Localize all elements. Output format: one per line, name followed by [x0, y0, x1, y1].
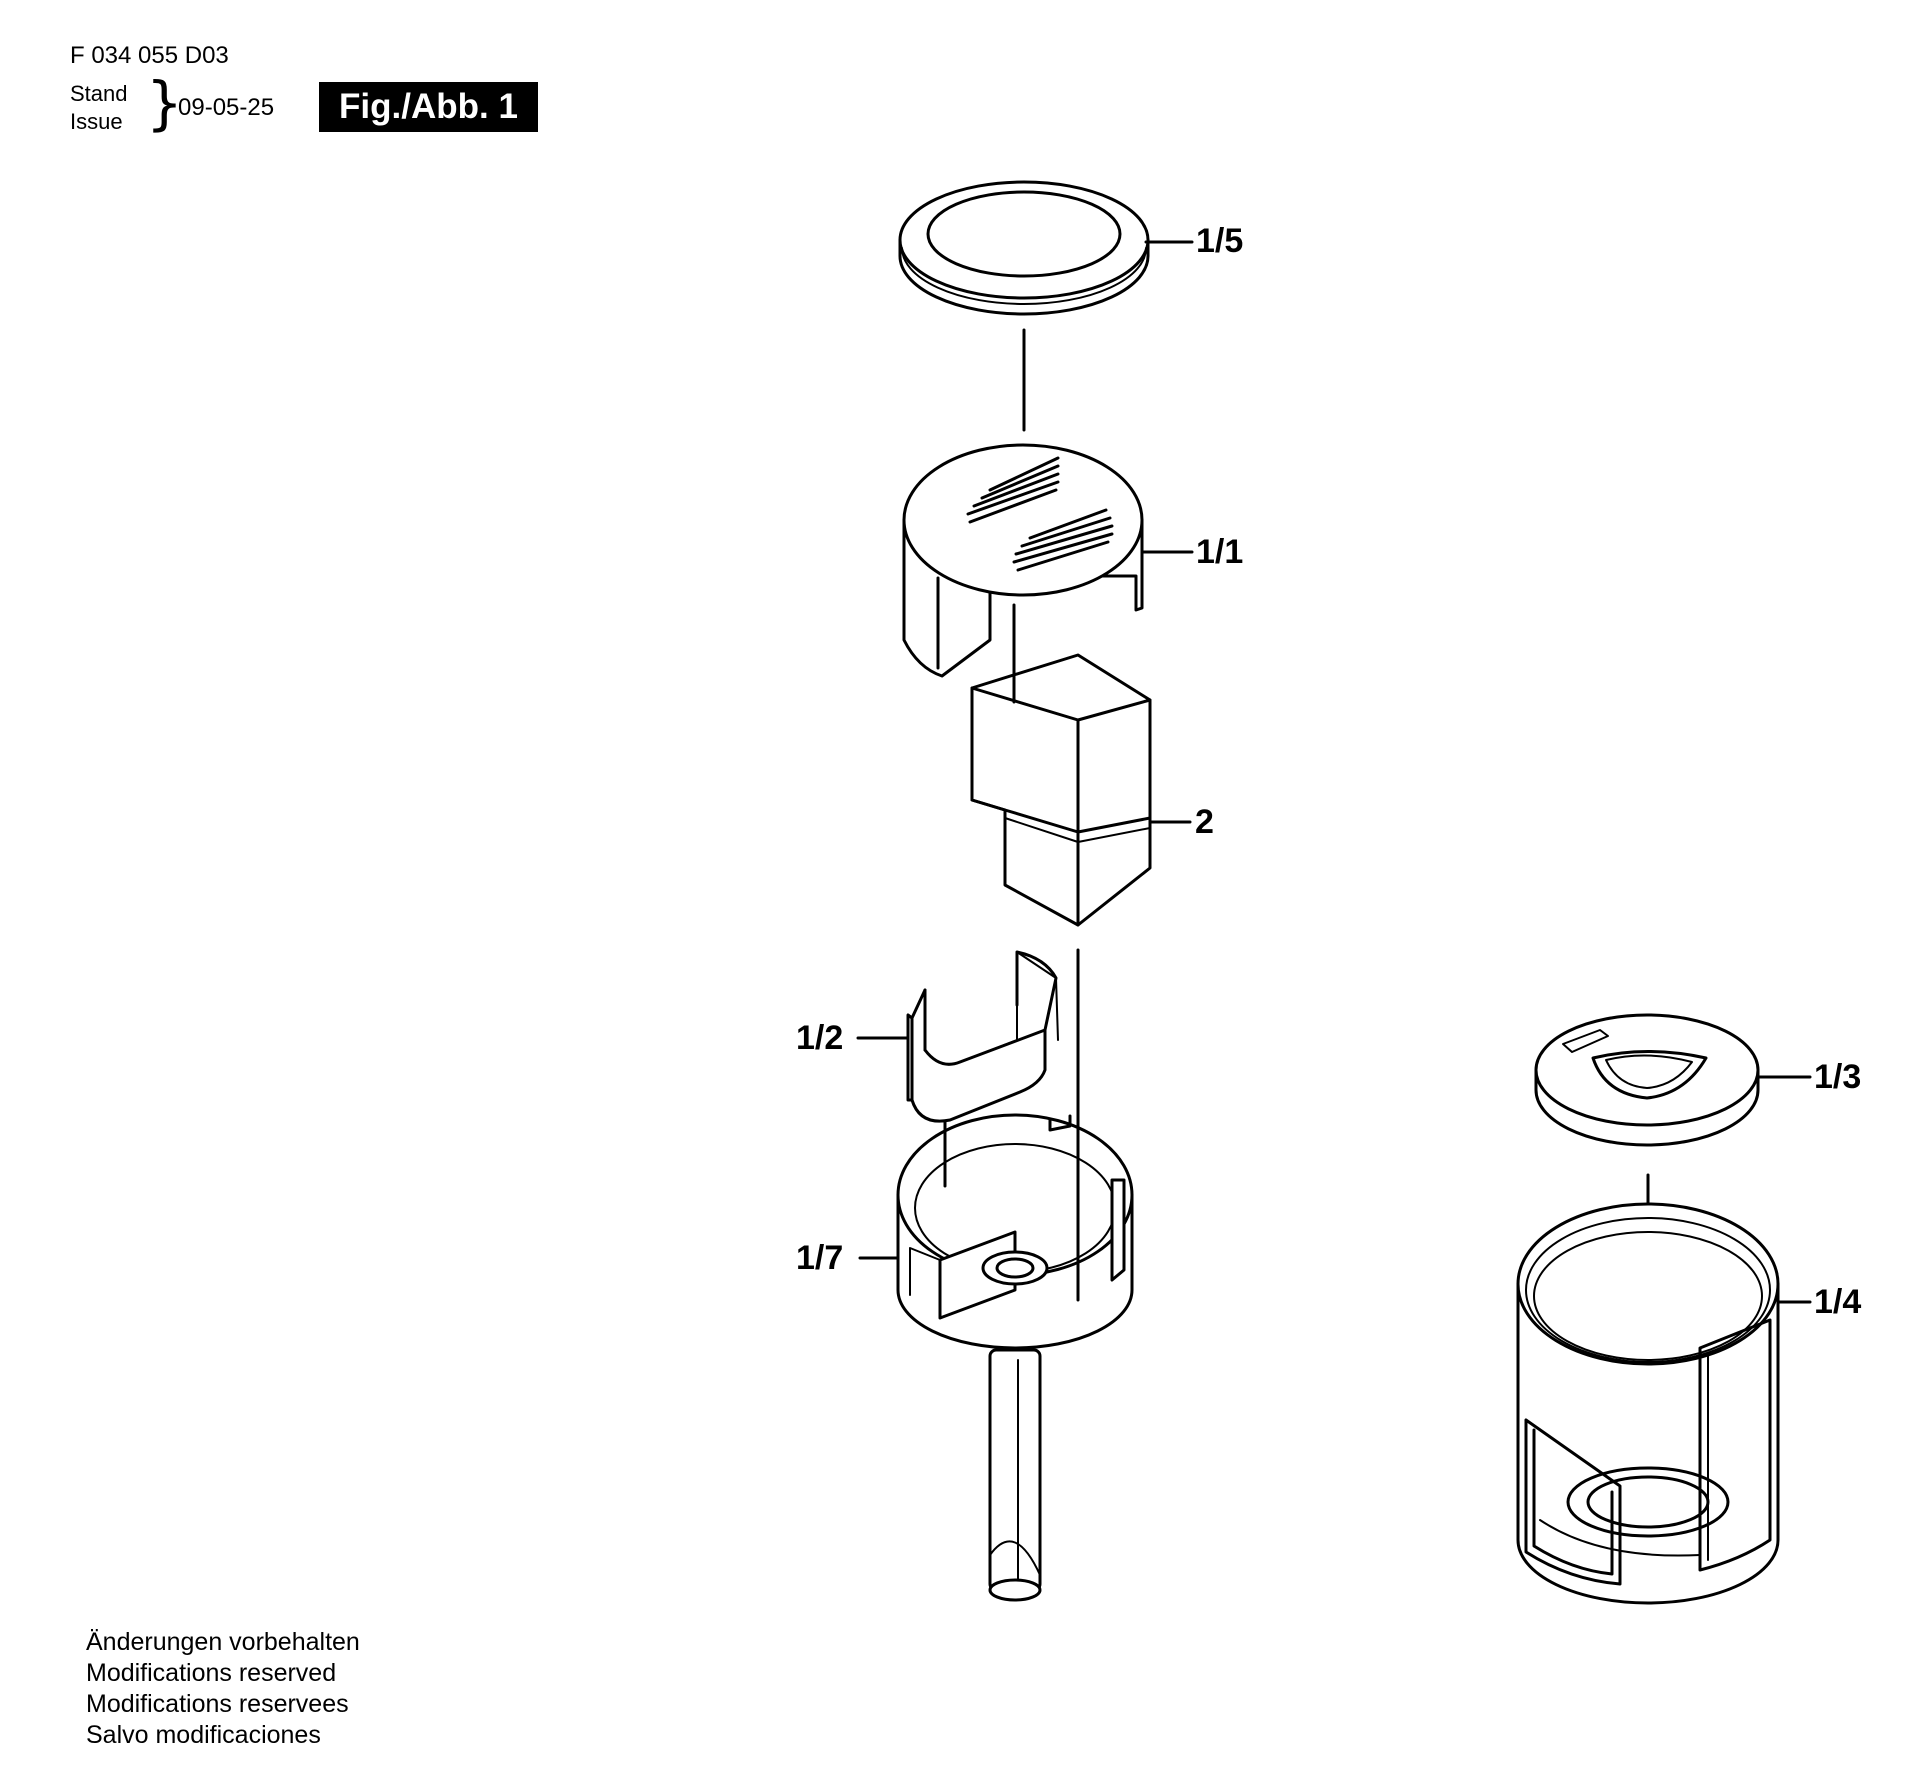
- document-code: F 034 055 D03: [70, 42, 229, 69]
- part-1-7-housing: [896, 1113, 1134, 1602]
- part-1-1-cap: [902, 443, 1144, 678]
- issue-date: 09-05-25: [178, 94, 275, 121]
- label-part-1-7: 1/7: [796, 1239, 843, 1277]
- note-german: Änderungen vorbehalten: [86, 1628, 360, 1656]
- note-spanish: Salvo modificaciones: [86, 1721, 321, 1749]
- label-part-1-2: 1/2: [796, 1019, 843, 1057]
- part-1-5-ring: [898, 180, 1150, 316]
- figure-label: Fig./Abb. 1: [319, 82, 538, 132]
- note-french: Modifications reservees: [86, 1690, 349, 1718]
- label-part-1-5: 1/5: [1196, 222, 1243, 260]
- part-1-3-ring: [1534, 1013, 1760, 1147]
- modification-notes: Änderungen vorbehalten Modifications res…: [86, 1627, 360, 1751]
- label-part-2: 2: [1195, 803, 1214, 841]
- label-part-1-4: 1/4: [1814, 1283, 1861, 1321]
- part-1-2-clip: [906, 950, 1059, 1123]
- issue-label: Issue: [70, 109, 123, 134]
- part-1-4-cup: [1516, 1202, 1780, 1605]
- brace-symbol: }: [146, 69, 183, 137]
- stand-label: Stand: [70, 81, 128, 106]
- note-english: Modifications reserved: [86, 1659, 337, 1687]
- label-part-1-3: 1/3: [1814, 1058, 1861, 1096]
- label-part-1-1: 1/1: [1196, 533, 1243, 571]
- part-2-filter-block: [970, 603, 1152, 927]
